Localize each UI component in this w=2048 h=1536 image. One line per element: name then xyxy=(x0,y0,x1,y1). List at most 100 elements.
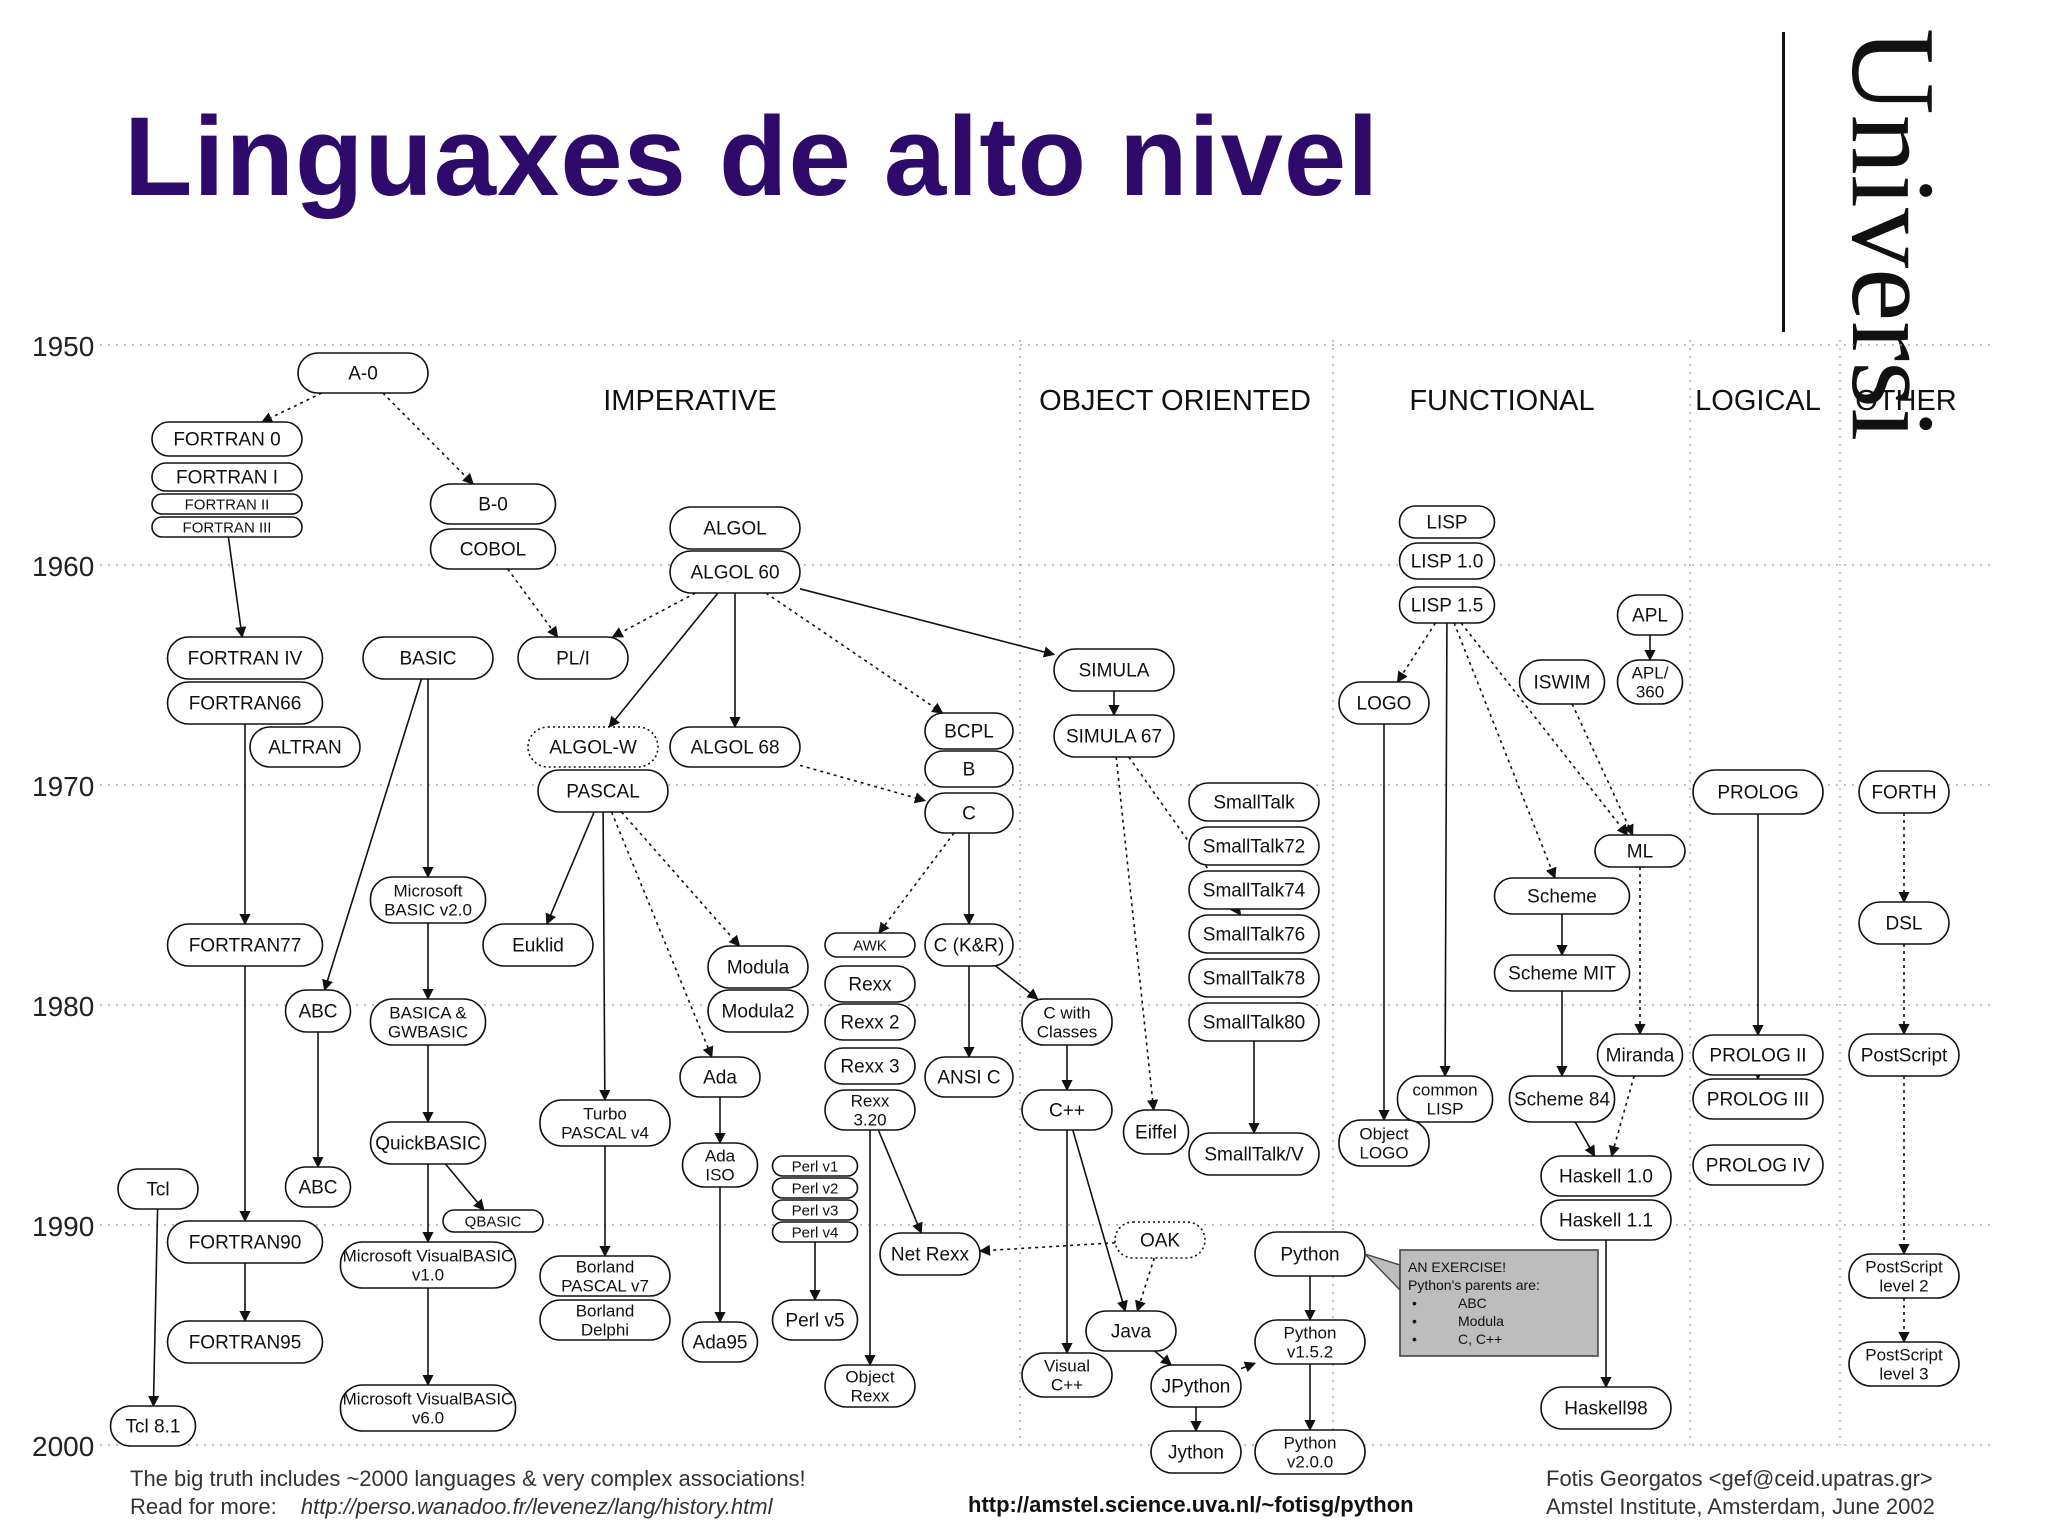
edge-pascal-to-ada xyxy=(610,811,714,1059)
language-label-lisp10: LISP 1.0 xyxy=(1411,552,1484,573)
language-node-eiffel: Eiffel xyxy=(1122,1109,1190,1155)
exercise-callout: AN EXERCISE!Python's parents are:•ABC•Mo… xyxy=(1364,1249,1599,1357)
footer-center-link[interactable]: http://amstel.science.uva.nl/~fotisg/pyt… xyxy=(968,1492,1414,1517)
language-node-modula2: Modula2 xyxy=(707,989,809,1033)
language-label-fortran90: FORTRAN90 xyxy=(189,1233,302,1254)
language-node-basic: BASIC xyxy=(362,636,494,680)
language-node-prolog4: PROLOG IV xyxy=(1692,1144,1824,1186)
language-label-bcpl: BCPL xyxy=(944,722,994,743)
edge-tcl-to-tcl81 xyxy=(148,1208,160,1408)
language-node-smalltalk: SmallTalk xyxy=(1188,782,1320,822)
edge-algol60-to-bcpl xyxy=(765,592,944,714)
language-label-smalltalkv: SmallTalk/V xyxy=(1204,1145,1304,1166)
language-label-perl5: Perl v5 xyxy=(785,1311,844,1332)
language-node-simula67: SIMULA 67 xyxy=(1053,714,1175,758)
footer-note: The big truth includes ~2000 languages &… xyxy=(130,1466,806,1491)
exercise-bullet: • xyxy=(1412,1313,1417,1329)
language-node-euklid: Euklid xyxy=(482,923,594,967)
language-label-scheme84: Scheme 84 xyxy=(1514,1090,1611,1111)
language-node-perl2: Perl v2 xyxy=(771,1177,859,1199)
language-label-eiffel: Eiffel xyxy=(1135,1123,1177,1144)
language-node-haskell98: Haskell98 xyxy=(1540,1386,1672,1430)
language-label-lisp15: LISP 1.5 xyxy=(1411,596,1484,617)
language-node-fortran0: FORTRAN 0 xyxy=(151,421,303,457)
language-node-tcl: Tcl xyxy=(117,1168,199,1210)
language-node-schememit: Scheme MIT xyxy=(1493,954,1631,992)
language-label-python: Python xyxy=(1280,1245,1339,1266)
language-node-fortran77: FORTRAN77 xyxy=(166,923,324,967)
language-node-smalltalkv: SmallTalk/V xyxy=(1188,1132,1320,1176)
language-label-lisp: LISP xyxy=(1426,513,1467,534)
language-node-logo: LOGO xyxy=(1338,681,1430,725)
language-label-smalltalk76: SmallTalk76 xyxy=(1203,925,1305,946)
language-label-prolog2: PROLOG II xyxy=(1709,1046,1806,1067)
language-node-miranda: Miranda xyxy=(1596,1033,1684,1077)
edge-pascal-to-turbopascal xyxy=(599,811,611,1102)
language-node-apl360: APL/360 xyxy=(1616,659,1684,705)
language-node-lisp10: LISP 1.0 xyxy=(1398,542,1496,580)
language-node-fortran4: FORTRAN IV xyxy=(166,636,324,680)
year-label-1950: 1950 xyxy=(32,331,94,362)
edge-simula67-to-eiffel xyxy=(1115,756,1159,1112)
language-node-prolog3: PROLOG III xyxy=(1692,1078,1824,1120)
edge-a0-to-fortran0 xyxy=(261,392,323,423)
language-label-rexx3: Rexx 3 xyxy=(840,1057,899,1078)
language-node-prolog: PROLOG xyxy=(1692,769,1824,815)
language-node-modula: Modula xyxy=(707,945,809,989)
language-node-c: C xyxy=(924,792,1014,834)
year-label-1970: 1970 xyxy=(32,771,94,802)
language-label-perl2: Perl v2 xyxy=(792,1180,839,1197)
language-node-lisp15: LISP 1.5 xyxy=(1398,586,1496,624)
language-node-basica: BASICA &GWBASIC xyxy=(369,998,487,1046)
language-node-a0: A-0 xyxy=(297,352,429,394)
language-label-abc1: ABC xyxy=(298,1002,337,1023)
language-label-perl1: Perl v1 xyxy=(792,1158,839,1175)
edge-fortran3-to-fortran4 xyxy=(227,536,247,639)
edge-java-to-jpython xyxy=(1154,1350,1173,1366)
footer-read-more: Read for more: http://perso.wanadoo.fr/l… xyxy=(130,1494,772,1520)
language-label-euklid: Euklid xyxy=(512,936,564,957)
language-label-basic: BASIC xyxy=(399,649,456,670)
footer-reference-link[interactable]: http://perso.wanadoo.fr/levenez/lang/his… xyxy=(300,1494,773,1519)
language-label-b0: B-0 xyxy=(478,495,508,516)
language-label-pascal: PASCAL xyxy=(566,782,640,803)
footer-credit: Fotis Georgatos <gef@ceid.upatras.gr> xyxy=(1546,1466,1933,1491)
language-label-smalltalk: SmallTalk xyxy=(1213,793,1295,814)
language-label-haskell11: Haskell 1.1 xyxy=(1559,1211,1653,1232)
language-label-scheme: Scheme xyxy=(1527,887,1597,908)
language-node-ada95: Ada95 xyxy=(681,1321,759,1363)
language-node-rexx3: Rexx 3 xyxy=(824,1047,916,1085)
edge-lisp15-to-ml xyxy=(1460,622,1629,836)
language-node-smalltalk78: SmallTalk78 xyxy=(1188,958,1320,998)
category-heading-functional: FUNCTIONAL xyxy=(1409,385,1594,417)
language-node-ml: ML xyxy=(1594,834,1686,868)
language-label-iswim: ISWIM xyxy=(1534,673,1591,694)
language-node-cobol: COBOL xyxy=(429,528,557,570)
language-node-jpython: JPython xyxy=(1150,1364,1242,1408)
brand-divider xyxy=(1782,32,1785,332)
language-label-tcl: Tcl xyxy=(146,1180,169,1201)
language-label-prolog3: PROLOG III xyxy=(1707,1090,1809,1111)
edge-algol60-to-simula xyxy=(799,588,1056,658)
language-node-forth: FORTH xyxy=(1858,770,1950,814)
language-label-abc2: ABC xyxy=(298,1178,337,1199)
language-node-algol: ALGOL xyxy=(669,506,801,550)
edge-iswim-to-ml xyxy=(1571,703,1634,837)
language-node-fortran1: FORTRAN I xyxy=(151,462,303,492)
edge-oak-to-java xyxy=(1135,1257,1156,1313)
exercise-bullet: • xyxy=(1412,1295,1417,1311)
year-label-1960: 1960 xyxy=(32,551,94,582)
language-label-postscript: PostScript xyxy=(1861,1046,1948,1067)
